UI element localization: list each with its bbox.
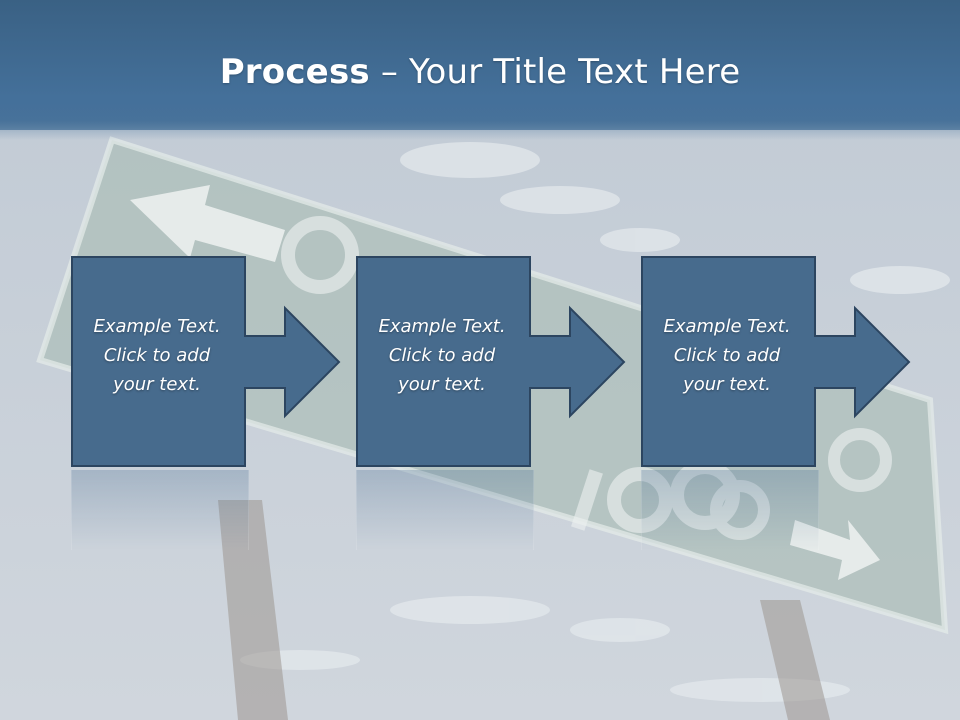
sign-left-arrow: [130, 185, 285, 262]
step-3-reflection: [641, 470, 819, 550]
step-2-line1: Example Text.: [378, 316, 506, 337]
step-2-text[interactable]: Example Text. Click to add your text.: [356, 312, 528, 399]
title-rest: – Your Title Text Here: [369, 52, 741, 92]
sign-right-arrow: [790, 520, 880, 580]
title-bar: [0, 0, 960, 140]
step-2-box-arrow-shape: [356, 256, 626, 467]
process-step-3[interactable]: Example Text. Click to add your text.: [641, 256, 915, 468]
step-3-line3: your text.: [683, 374, 771, 395]
step-1-text[interactable]: Example Text. Click to add your text.: [71, 312, 243, 399]
sign-post-right: [760, 600, 830, 720]
step-2-reflection: [356, 470, 534, 550]
process-step-1[interactable]: Example Text. Click to add your text.: [71, 256, 345, 468]
sign-lettering-shapes: [281, 216, 892, 540]
step-1-line1: Example Text.: [93, 316, 221, 337]
slide-title: Process – Your Title Text Here: [0, 52, 960, 92]
step-1-reflection: [71, 470, 249, 550]
title-bold: Process: [219, 52, 370, 92]
step-3-text[interactable]: Example Text. Click to add your text.: [641, 312, 813, 399]
step-1-line2: Click to add: [103, 345, 211, 366]
step-3-line2: Click to add: [673, 345, 781, 366]
step-2-line3: your text.: [398, 374, 486, 395]
step-3-box-arrow-shape: [641, 256, 911, 467]
step-2-arrow-icon: [356, 256, 626, 467]
process-step-2[interactable]: Example Text. Click to add your text.: [356, 256, 630, 468]
step-3-arrow-icon: [641, 256, 911, 467]
sign-post-left: [218, 500, 288, 720]
step-1-box-arrow-shape: [71, 256, 341, 467]
step-2-line2: Click to add: [388, 345, 496, 366]
step-1-arrow-icon: [71, 256, 341, 467]
step-1-line3: your text.: [113, 374, 201, 395]
step-3-line1: Example Text.: [663, 316, 791, 337]
